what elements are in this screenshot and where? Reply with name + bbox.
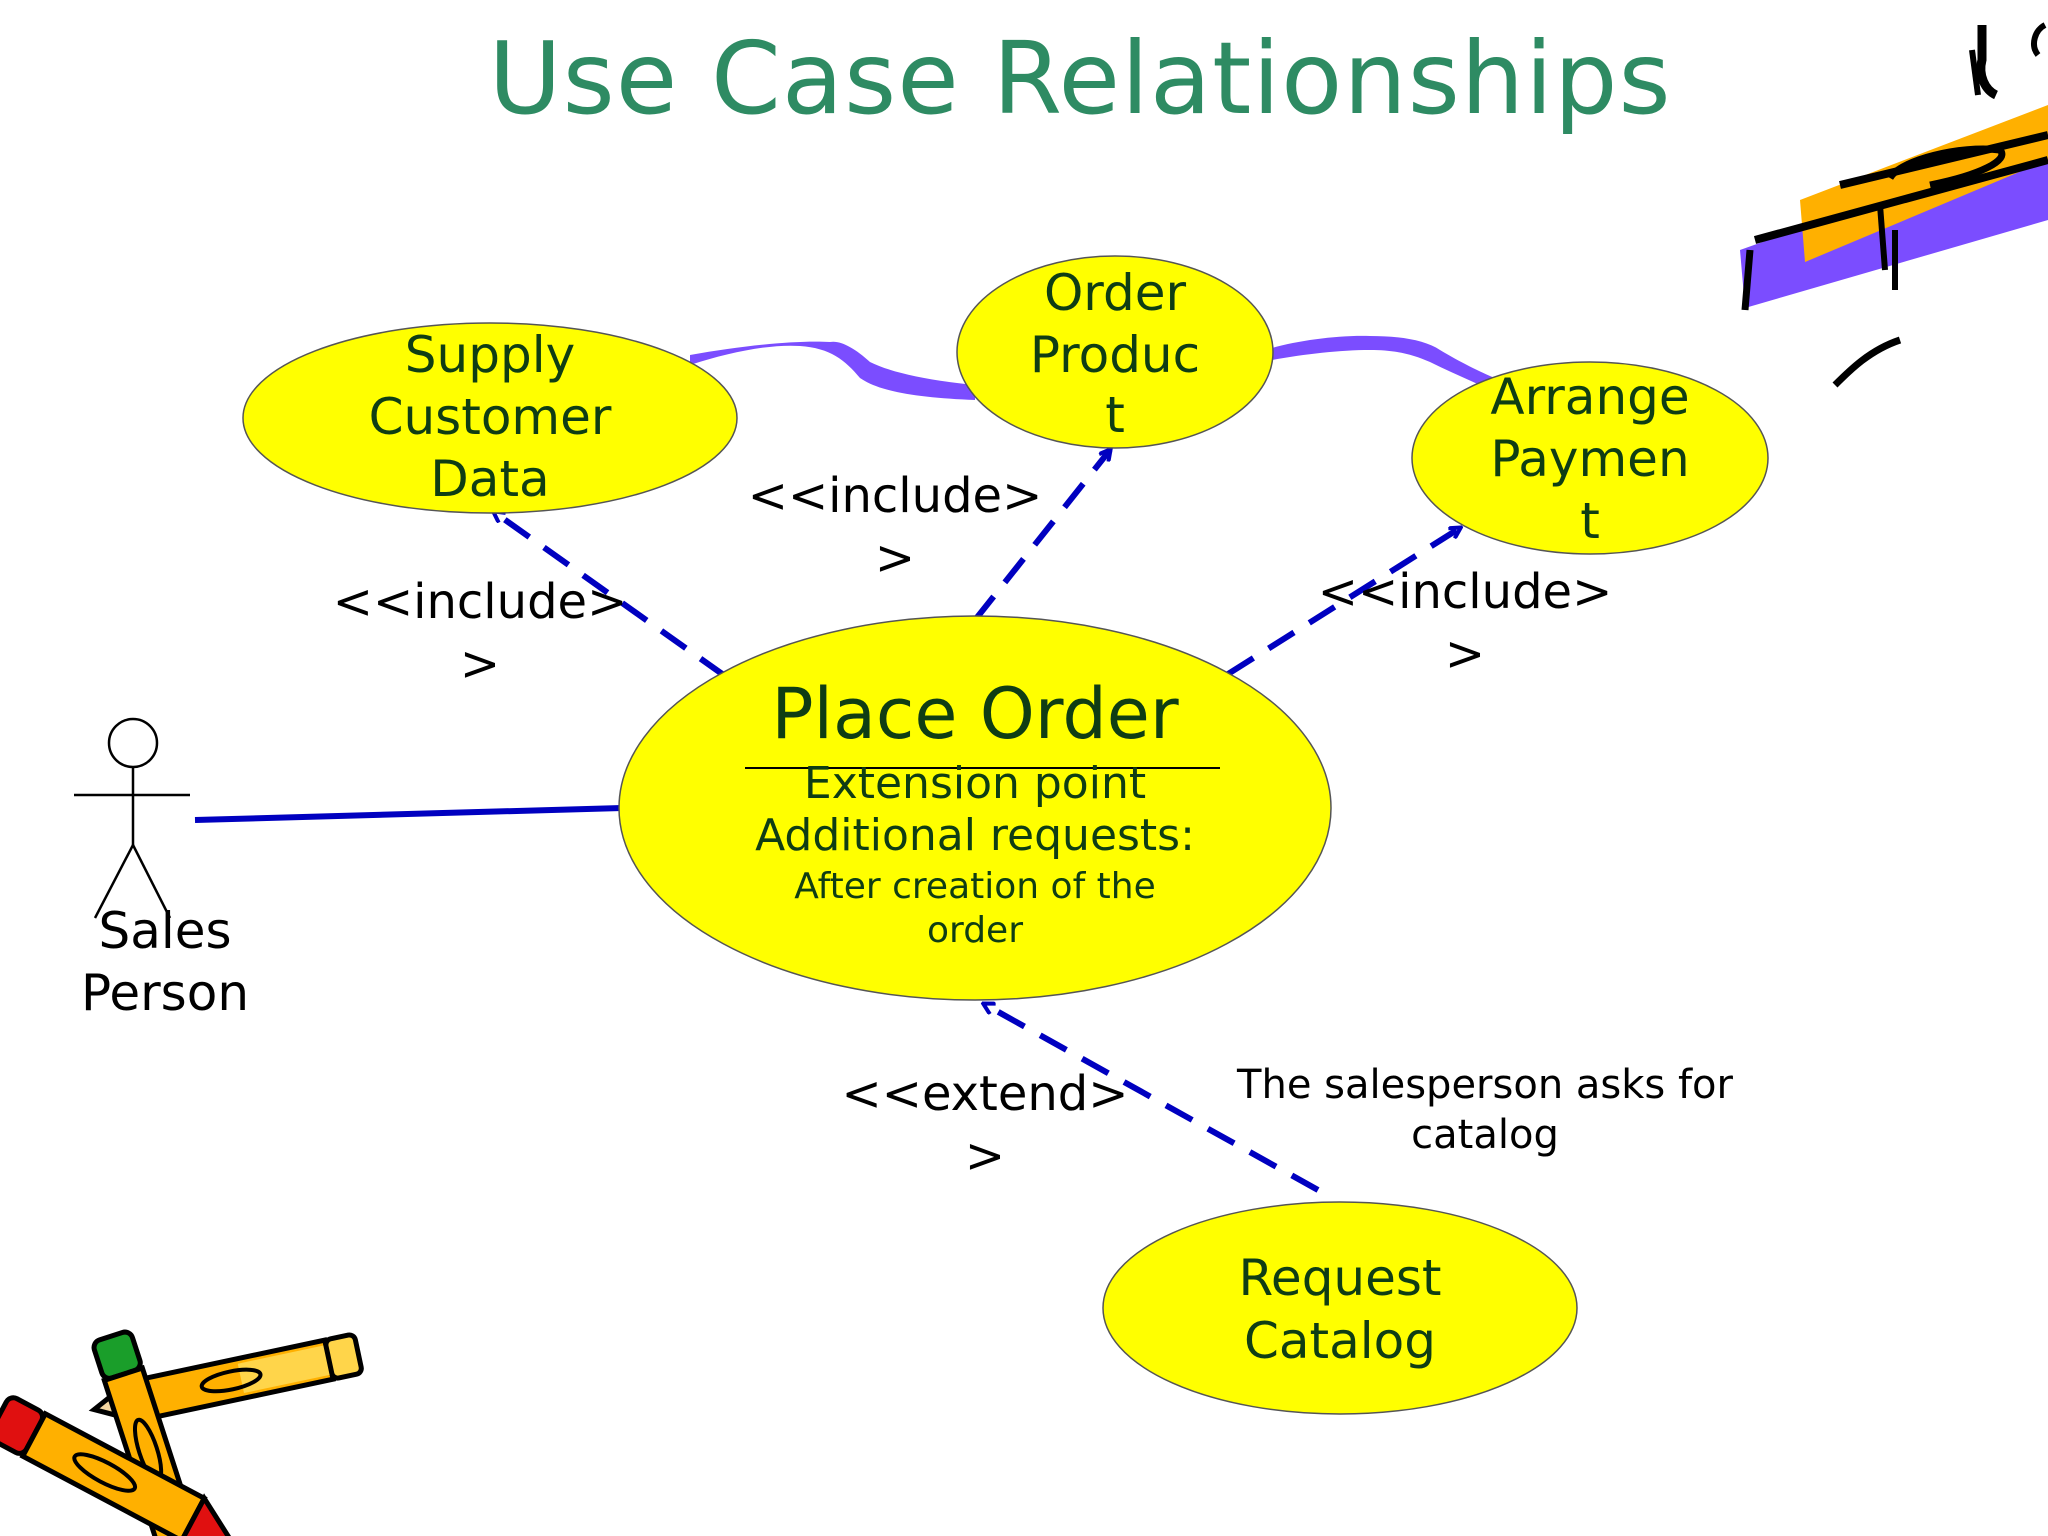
svg-text:catalog: catalog [1411,1112,1559,1158]
extension-point-detail: order [927,910,1023,951]
extension-point-label: Additional requests: [755,810,1195,861]
actor-label: Sales [98,902,231,960]
writing-pen-clipart-icon [1740,22,2048,388]
actor-association-line [194,805,623,823]
use-case-label: Catalog [1244,1312,1436,1370]
include-label-right: <<include> > [1318,564,1613,682]
use-case-label: Produc [1030,326,1200,384]
extension-point-label: Extension point [804,758,1146,809]
page-title: Use Case Relationships [488,20,1672,137]
actor-label: Person [81,964,249,1022]
use-case-title: Place Order [771,673,1179,755]
use-case-label: Paymen [1490,430,1689,488]
use-case-label: Arrange [1490,368,1689,426]
extend-connector-catalog [984,1001,1320,1193]
use-case-label: Supply [405,326,575,384]
stick-figure-icon [74,717,190,919]
include-connector-order [972,450,1110,622]
use-case-label: Data [430,450,549,508]
purple-swoosh-left [690,341,975,400]
svg-text:<<include>: <<include> [748,468,1043,524]
purple-swoosh-right [1272,335,1495,390]
use-case-arrange-payment[interactable]: Arrange Paymen t [1411,361,1769,555]
use-case-label: Customer [369,388,612,446]
svg-text:<<include>: <<include> [333,574,628,630]
svg-text:>: > [965,1128,1005,1184]
svg-text:<<include>: <<include> [1318,564,1613,620]
svg-text:>: > [1445,626,1485,682]
use-case-label: Order [1044,264,1187,322]
svg-text:>: > [460,636,500,692]
use-case-supply-customer-data[interactable]: Supply Customer Data [242,322,738,514]
extension-point-detail: After creation of the [794,866,1156,907]
use-case-label: t [1580,492,1600,550]
svg-text:>: > [875,530,915,586]
actor-sales-person[interactable]: Sales Person [74,717,249,1022]
extend-label: <<extend> > [842,1066,1129,1184]
extend-condition-note: The salesperson asks for catalog [1236,1062,1733,1158]
use-case-request-catalog[interactable]: Request Catalog [1102,1201,1578,1415]
use-case-order-product[interactable]: Order Produc t [956,255,1274,449]
include-label-middle: <<include> > [748,468,1043,586]
use-case-label: Request [1238,1249,1441,1307]
svg-text:The salesperson asks for: The salesperson asks for [1236,1062,1733,1108]
use-case-place-order[interactable]: Place Order Extension point Additional r… [618,615,1332,1001]
pencils-clipart-icon [0,1329,364,1536]
use-case-label: t [1105,386,1125,444]
include-label-left: <<include> > [333,574,628,692]
svg-text:<<extend>: <<extend> [842,1066,1129,1122]
